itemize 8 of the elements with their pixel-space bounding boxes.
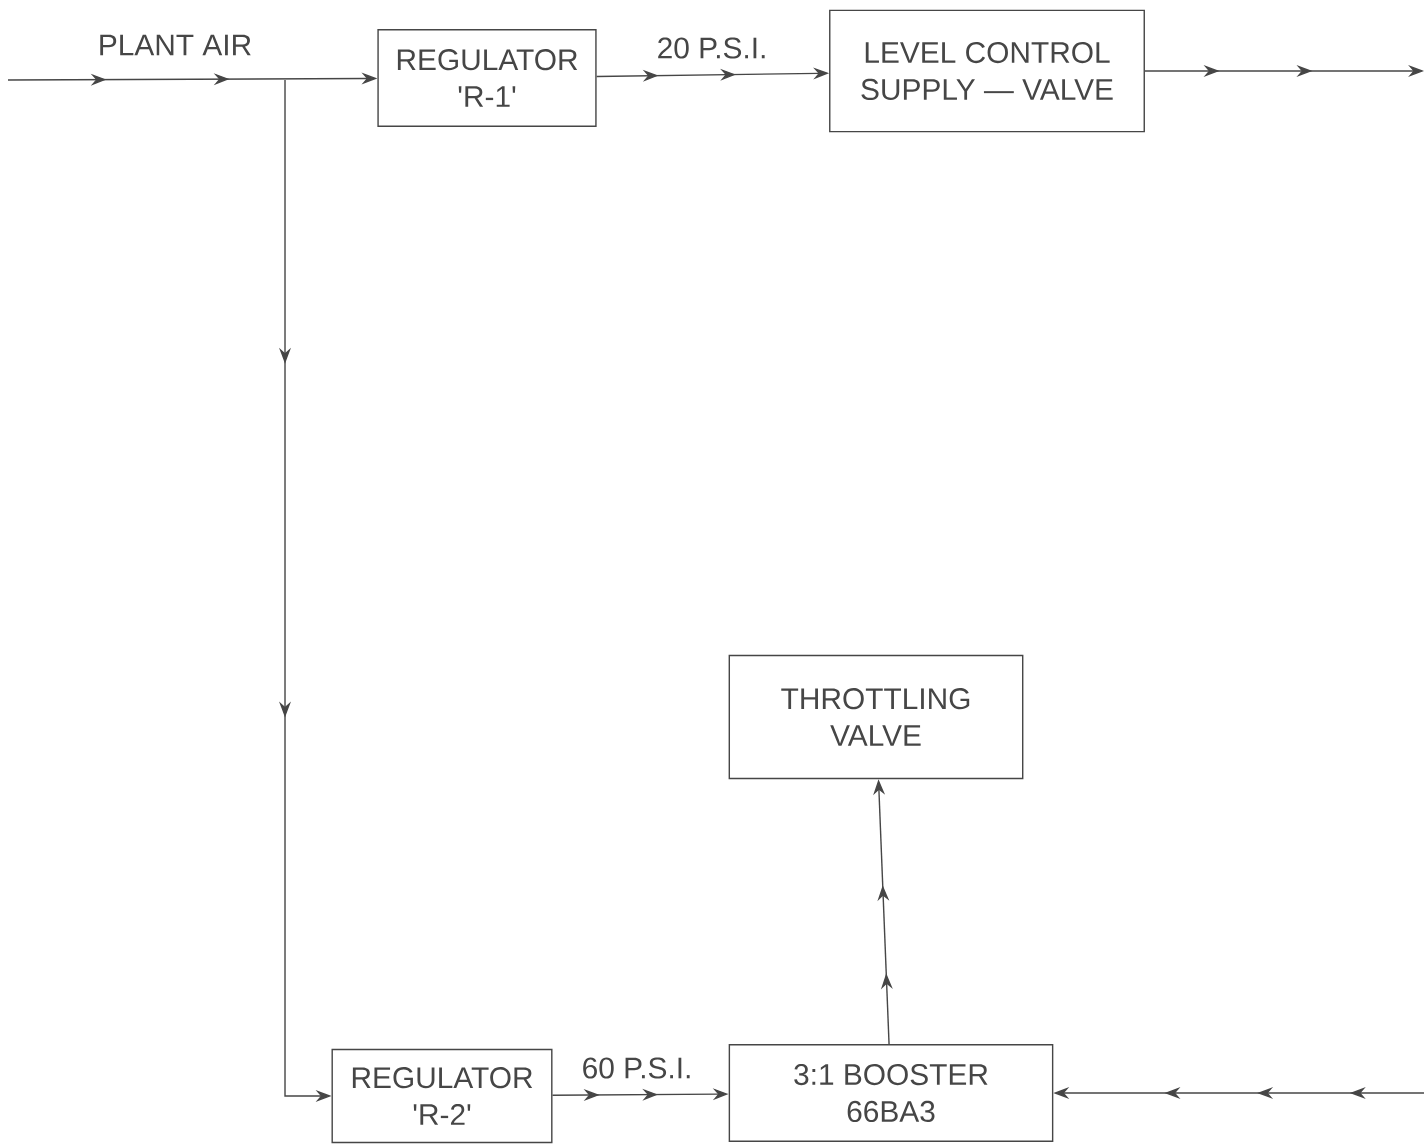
- process-box: REGULATOR 'R-1': [377, 28, 597, 127]
- process-box: 3:1 BOOSTER 66BA3: [728, 1043, 1054, 1143]
- process-box: THROTTLING VALVE: [728, 654, 1024, 780]
- process-box: LEVEL CONTROL SUPPLY — VALVE: [829, 9, 1145, 133]
- process-box: REGULATOR 'R-2': [331, 1048, 553, 1144]
- edge-label: PLANT AIR: [96, 32, 254, 58]
- edge-label: 20 P.S.I.: [654, 35, 770, 61]
- edge-label: 60 P.S.I.: [579, 1055, 695, 1081]
